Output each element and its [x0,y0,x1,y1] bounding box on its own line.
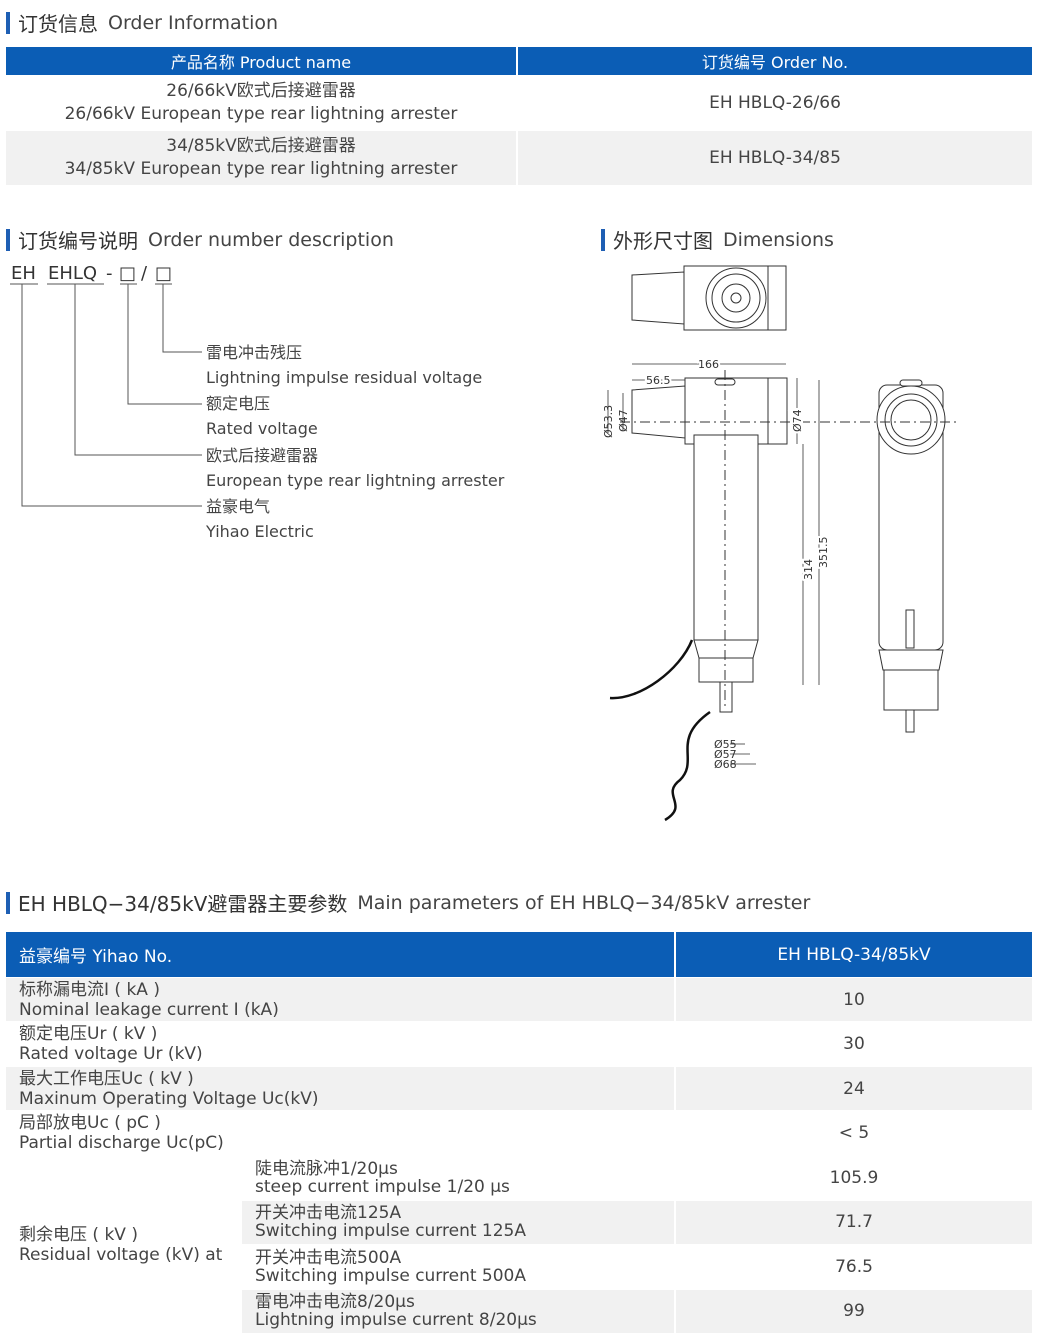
code-tree-lines [10,283,202,507]
heading-en: Main parameters of EH HBLQ−34/85kV arres… [357,891,811,914]
code-slash: / [141,263,148,284]
name-cn: 26/66kV欧式后接避雷器 [166,81,356,101]
param-label: 最大工作电压Uc ( kV )Maxinum Operating Voltage… [6,1067,674,1111]
code-box-voltage: □ [119,263,137,284]
heading-en: Order Information [108,11,279,34]
dimension-drawing: 166 56.5 Ø53.3 Ø47 Ø74 314 351.5 Ø55 Ø57… [602,265,960,822]
header-order-no: 订货编号 Order No. [518,47,1032,75]
residual-row-value: 71.7 [676,1200,1032,1244]
param-value: < 5 [838,1123,870,1144]
code-ehlq: EHLQ [48,263,98,284]
order-desc-heading: 订货编号说明 Order number description [6,225,394,254]
heading-bar [6,228,10,251]
dim-166: 166 [698,358,719,371]
dim-56-5: 56.5 [646,374,671,387]
name-en: 34/85kV European type rear lightning arr… [64,159,458,179]
dim-d47: Ø47 [617,409,630,432]
dim-d68: Ø68 [714,758,737,771]
order-no-cell: EH HBLQ-26/66 [709,92,841,113]
name-cn: 34/85kV欧式后接避雷器 [166,136,356,156]
params-header-label: 益豪编号 Yihao No. [6,932,674,977]
residual-row-value: 99 [676,1289,1032,1333]
dim-d55: Ø55 [714,738,737,751]
heading-cn: 订货编号说明 [18,229,138,253]
name-en: 26/66kV European type rear lightning arr… [64,104,458,124]
dim-314: 314 [802,559,815,580]
product-name-cell: 34/85kV欧式后接避雷器 34/85kV European type rea… [6,131,516,185]
params-heading: EH HBLQ−34/85kV避雷器主要参数 Main parameters o… [6,888,810,917]
param-value: 10 [676,978,1032,1021]
heading-en: Order number description [148,228,394,251]
dim-d57: Ø57 [714,748,737,761]
heading-bar [6,891,10,914]
product-name-cell: 26/66kV欧式后接避雷器 26/66kV European type rea… [6,76,516,130]
params-header-value: EH HBLQ-34/85kV [676,932,1032,977]
residual-row-value: 76.5 [835,1256,873,1277]
heading-en: Dimensions [723,228,834,251]
residual-row-value: 105.9 [829,1167,879,1188]
order-info-heading: 订货信息 Order Information [6,8,278,37]
param-label: 额定电压Ur ( kV )Rated voltage Ur (kV) [19,1024,203,1065]
dim-d74: Ø74 [791,409,804,432]
residual-voltage-label: 剩余电压 ( kV )Residual voltage (kV) at [19,1225,223,1265]
dimensions-heading: 外形尺寸图 Dimensions [601,225,834,254]
dim-351-5: 351.5 [817,537,830,569]
code-dash: - [106,263,113,284]
heading-cn: 订货信息 [18,12,98,36]
dim-d53: Ø53.3 [602,405,615,438]
code-eh: EH [11,263,36,284]
param-label: 局部放电Uc ( pC )Partial discharge Uc(pC) [19,1113,224,1154]
heading-bar [6,11,10,34]
heading-cn: EH HBLQ−34/85kV避雷器主要参数 [18,892,348,916]
heading-cn: 外形尺寸图 [613,229,713,253]
heading-bar [601,228,605,251]
param-value: 24 [676,1067,1032,1111]
param-value: 30 [843,1034,865,1055]
header-product-name: 产品名称 Product name [6,47,516,75]
param-label: 标称漏电流I ( kA )Nominal leakage current I (… [6,978,674,1021]
order-no-cell: EH HBLQ-34/85 [518,131,1032,185]
code-box-residual: □ [155,263,173,284]
